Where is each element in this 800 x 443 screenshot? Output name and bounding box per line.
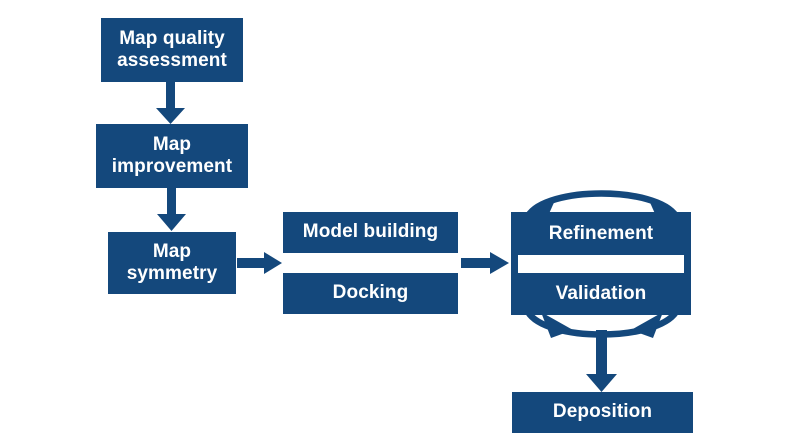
node-docking[interactable]: Docking	[283, 273, 458, 314]
node-deposition[interactable]: Deposition	[512, 392, 693, 433]
connector-quality-to-improvement	[156, 82, 185, 124]
node-model-building[interactable]: Model building	[283, 212, 458, 253]
connector-building-to-cycle	[461, 252, 509, 274]
node-validation[interactable]: Validation	[555, 283, 647, 304]
node-map-symmetry[interactable]: Map symmetry	[108, 232, 236, 294]
connector-cycle-to-deposition	[586, 330, 617, 392]
node-refinement[interactable]: Refinement	[548, 222, 654, 244]
cycle-inner-slot	[518, 255, 684, 273]
node-map-quality-assessment[interactable]: Map quality assessment	[101, 18, 243, 82]
node-map-improvement[interactable]: Map improvement	[96, 124, 248, 188]
connector-cycle-bottom-arc	[525, 309, 679, 338]
connector-symmetry-to-building	[237, 252, 282, 274]
connector-improvement-to-symmetry	[157, 188, 186, 231]
